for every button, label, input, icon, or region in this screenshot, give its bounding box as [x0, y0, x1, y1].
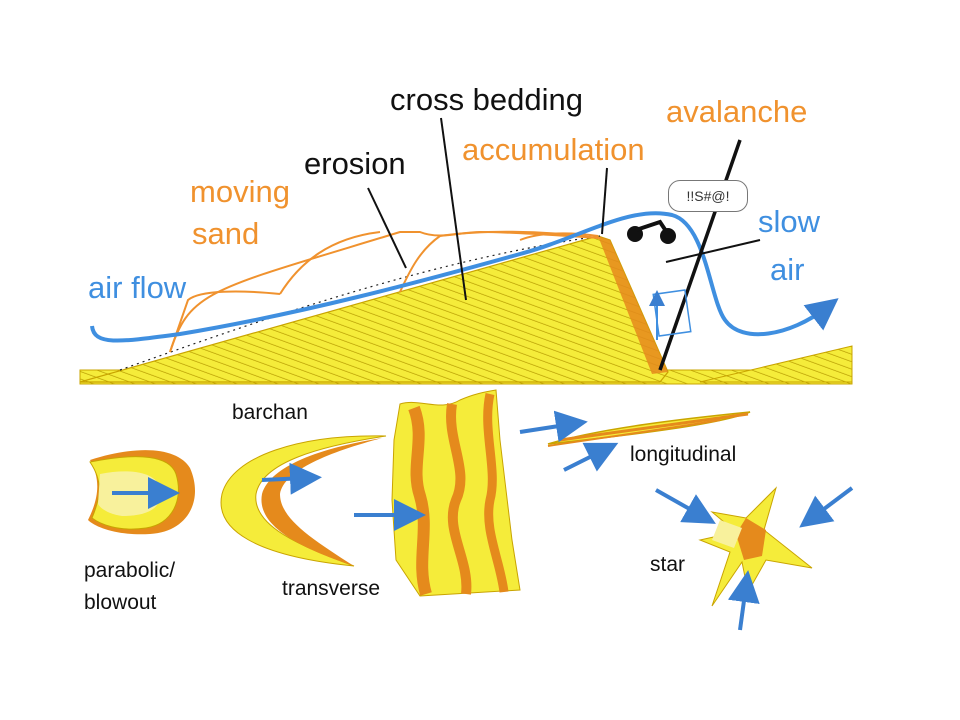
cart-icon: [627, 219, 676, 244]
label-barchan: barchan: [232, 401, 308, 424]
label-star: star: [650, 553, 686, 576]
pointer-lines: [367, 117, 761, 371]
label-air: air: [770, 252, 805, 287]
label-longitudinal: longitudinal: [630, 443, 737, 466]
longitudinal-dune: [519, 410, 751, 472]
label-sand: sand: [192, 216, 260, 251]
label-erosion: erosion: [304, 146, 406, 181]
label-blowout: blowout: [84, 591, 157, 614]
label-slow: slow: [758, 204, 821, 239]
slip-face: [598, 236, 668, 374]
label-transverse: transverse: [282, 577, 381, 600]
small-dune: [699, 345, 853, 383]
speech-bubble: !!S#@!: [668, 180, 748, 212]
transverse-dune: [354, 389, 521, 597]
dotted-profile: [119, 235, 601, 371]
parabolic-dune: [88, 450, 196, 535]
label-accumulation: accumulation: [462, 132, 645, 167]
label-avalanche: avalanche: [666, 94, 808, 129]
label-air-flow: air flow: [88, 270, 187, 305]
star-dune: [655, 486, 854, 631]
air-flow-line: [90, 211, 839, 343]
barchan-dune: [220, 435, 387, 567]
label-moving: moving: [190, 174, 290, 209]
main-dune: [79, 235, 669, 383]
label-parabolic: parabolic/: [84, 559, 176, 582]
avalanche-box: [652, 289, 692, 337]
label-cross-bedding: cross bedding: [390, 82, 584, 117]
moving-sand-paths: [169, 230, 601, 353]
